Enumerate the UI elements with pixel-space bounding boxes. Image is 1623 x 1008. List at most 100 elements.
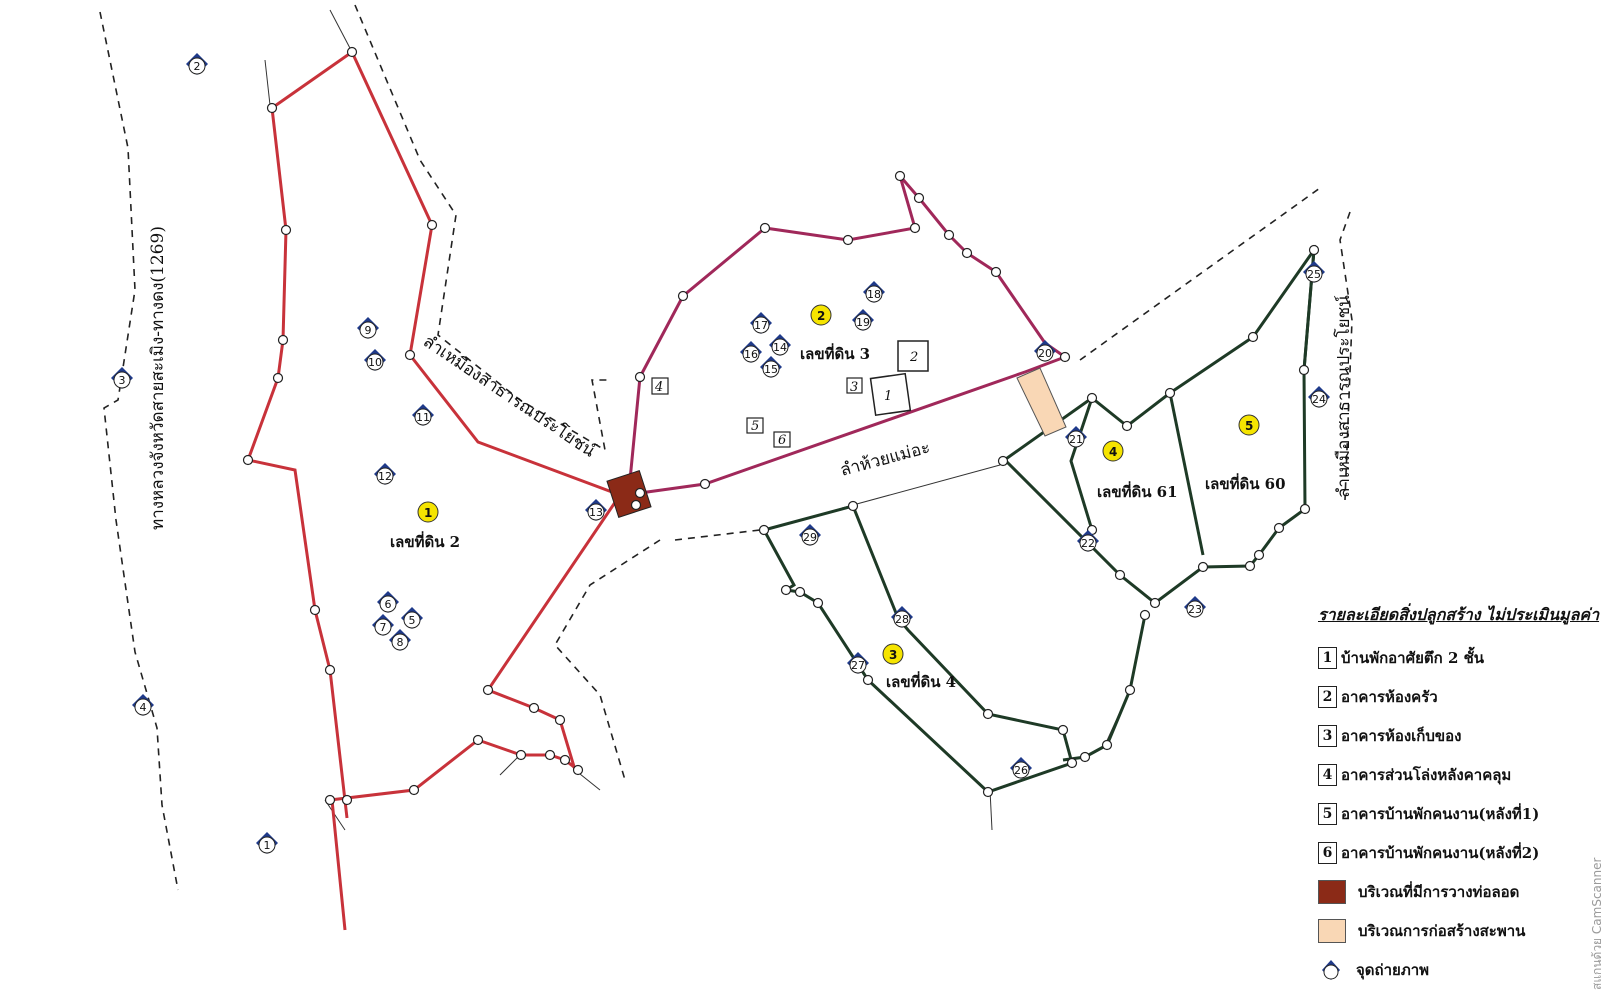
svg-text:5: 5 (751, 419, 759, 434)
boundary-vertex (1164, 387, 1176, 399)
photo-point-number: 29 (803, 531, 817, 544)
boundary-vertex (266, 102, 278, 114)
stream-lines (264, 9, 1146, 831)
photo-point-circle (414, 408, 432, 426)
svg-text:4: 4 (1109, 445, 1117, 459)
boundary-vertex (324, 794, 336, 806)
photo-point-1: 1 (256, 832, 278, 854)
boundary-vertex (982, 786, 994, 798)
photo-points-layer: 1234567891011121314151617181920212223242… (111, 53, 1330, 854)
legend-building-label: อาคารบ้านพักคนงาน(หลังที่2) (1341, 843, 1540, 862)
boundary-vertex (559, 754, 571, 766)
channel-dash-upper (354, 4, 612, 452)
photo-point-16: 16 (740, 341, 762, 363)
photo-point-19: 19 (852, 309, 874, 331)
legend-building-number: 1 (1318, 646, 1337, 669)
boundary-vertex (515, 749, 527, 761)
svg-text:เลขที่ดิน 60: เลขที่ดิน 60 (1205, 473, 1286, 493)
boundary-vertex (482, 684, 494, 696)
boundary-vertex (1066, 757, 1078, 769)
photo-point-26: 26 (1010, 757, 1032, 779)
boundary-vertex (1247, 331, 1259, 343)
parcel-3-label: 3 เลขที่ดิน 4 (882, 643, 956, 691)
photo-point-7: 7 (372, 614, 394, 636)
photo-point-number: 24 (1312, 393, 1326, 406)
photo-point-number: 4 (140, 701, 147, 714)
boundary-vertex (1298, 364, 1310, 376)
parcel-1-label: 1 เลขที่ดิน 2 (390, 501, 460, 551)
boundary-vertex (544, 749, 556, 761)
boundary-vertices (242, 46, 1320, 806)
camscanner-watermark: สแกนด้วย CamScanner (1590, 857, 1604, 990)
legend-building-label: อาคารห้องครัว (1341, 687, 1438, 706)
boundary-vertex (847, 500, 859, 512)
road-label: ทางหลวงจังหวัดสายสะเมิง-ทางดง(1269) (148, 226, 168, 530)
photo-point-number: 2 (194, 60, 201, 73)
photo-point-number: 12 (378, 470, 392, 483)
photo-point-circle (1310, 390, 1328, 408)
stream-bank-dash-a (674, 529, 761, 541)
photo-point-circle (771, 338, 789, 356)
photo-point-circle (188, 57, 206, 75)
boundary-vertex (780, 584, 792, 596)
building-5: 5 (746, 417, 764, 434)
boundary-vertex (1244, 560, 1256, 572)
photo-point-circle (1036, 344, 1054, 362)
stream-bank-dash-c (1079, 187, 1321, 361)
svg-text:4: 4 (654, 380, 663, 395)
dashed-boundaries (99, 4, 1353, 891)
boundary-vertex (997, 455, 1009, 467)
boundary-vertex (1124, 684, 1136, 696)
photo-point-circle (742, 345, 760, 363)
boundary-vertex (630, 499, 642, 511)
boundary-stub-b (329, 9, 353, 53)
photo-point-22: 22 (1077, 530, 1099, 552)
legend-bridge-area-label: บริเวณการก่อสร้างสะพาน (1358, 921, 1526, 940)
svg-text:1: 1 (424, 506, 432, 520)
boundary-vertex (277, 334, 289, 346)
photo-point-number: 10 (368, 356, 382, 369)
boundary-vertex (280, 224, 292, 236)
pipe-area-swatch (1318, 879, 1346, 904)
bridge-construction-area (1016, 367, 1067, 437)
boundary-stub-a (264, 59, 271, 106)
boundary-vertex (1197, 561, 1209, 573)
photo-point-14: 14 (769, 334, 791, 356)
photo-point-11: 11 (412, 404, 434, 426)
svg-text:เลขที่ดิน 4: เลขที่ดิน 4 (886, 671, 956, 691)
legend-photo-point: จุดถ่ายภาพ (1318, 950, 1603, 989)
boundary-vertex (894, 170, 906, 182)
photo-point-10: 10 (364, 349, 386, 371)
photo-point-12: 12 (374, 463, 396, 485)
boundary-vertex (862, 674, 874, 686)
boundary-vertex (472, 734, 484, 746)
photo-point-number: 17 (754, 319, 768, 332)
boundary-vertex (341, 794, 353, 806)
photo-point-number: 18 (867, 288, 881, 301)
parcel-labels: 1 เลขที่ดิน 2 2 เลขที่ดิน 3 3 เลขที่ดิน … (390, 304, 1286, 691)
photo-point-circle (258, 836, 276, 854)
parcel-2-boundary (628, 175, 1069, 495)
photo-point-2: 2 (186, 53, 208, 75)
stream-line-b (1104, 614, 1146, 746)
boundary-vertex (699, 478, 711, 490)
photo-point-number: 8 (397, 636, 404, 649)
photo-point-number: 5 (409, 614, 416, 627)
boundary-vertex (759, 222, 771, 234)
photo-point-23: 23 (1184, 596, 1206, 618)
parcel-4-label: 4 เลขที่ดิน 61 (1097, 440, 1178, 501)
svg-text:2: 2 (817, 309, 825, 323)
photo-point-number: 16 (744, 348, 758, 361)
boundary-vertex (842, 234, 854, 246)
photo-point-number: 25 (1307, 268, 1321, 281)
photo-point-24: 24 (1308, 386, 1330, 408)
boundary-vertex (404, 349, 416, 361)
stream-label: ลำห้วยแม่อะ (838, 438, 932, 481)
photo-point-20: 20 (1034, 340, 1056, 362)
photo-point-circle (762, 360, 780, 378)
